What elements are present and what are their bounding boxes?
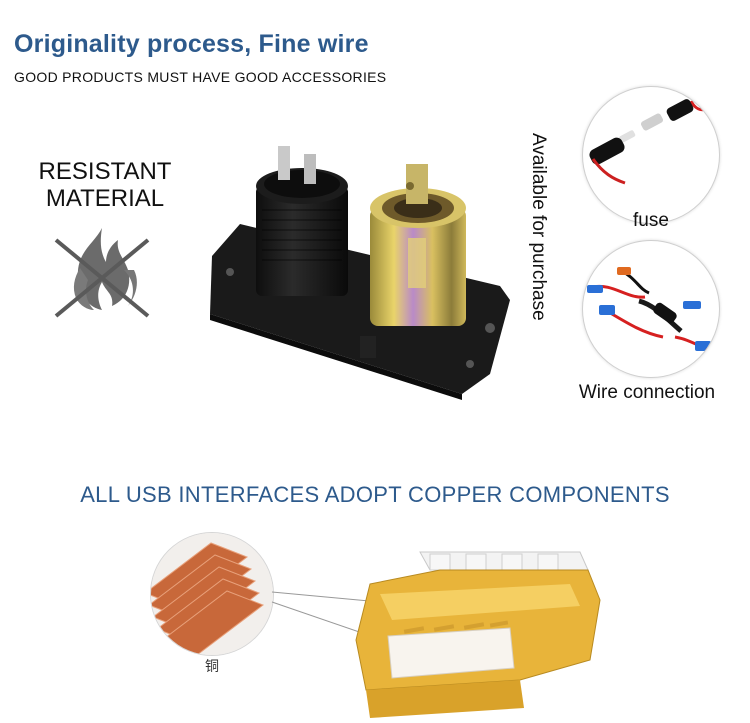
available-for-purchase-text: Available for purchase xyxy=(527,133,549,345)
dual-socket-panel-image xyxy=(210,146,510,400)
available-text: Available for purchase xyxy=(528,133,549,321)
page-title: Originality process, Fine wire xyxy=(14,30,369,58)
fuse-icon xyxy=(589,99,708,185)
wire-connection-image xyxy=(582,240,720,378)
copper-icon xyxy=(151,533,273,655)
resistant-line-1: RESISTANT xyxy=(38,158,172,185)
page-subtitle: GOOD PRODUCTS MUST HAVE GOOD ACCESSORIES xyxy=(14,69,387,85)
fuse-image xyxy=(582,86,720,224)
wire-connection-label: Wire connection xyxy=(578,382,716,403)
resistant-line-2: MATERIAL xyxy=(45,185,165,212)
no-fire-icon xyxy=(54,228,150,318)
usb-connector-illustration xyxy=(271,551,601,718)
usb-heading: ALL USB INTERFACES ADOPT COPPER COMPONEN… xyxy=(80,482,670,507)
fuse-label: fuse xyxy=(633,210,669,231)
resistant-material-label: RESISTANT MATERIAL xyxy=(20,158,190,212)
copper-sheet-image xyxy=(150,532,274,656)
copper-label: 铜 xyxy=(205,659,219,675)
wire-connector-icon xyxy=(587,267,711,351)
